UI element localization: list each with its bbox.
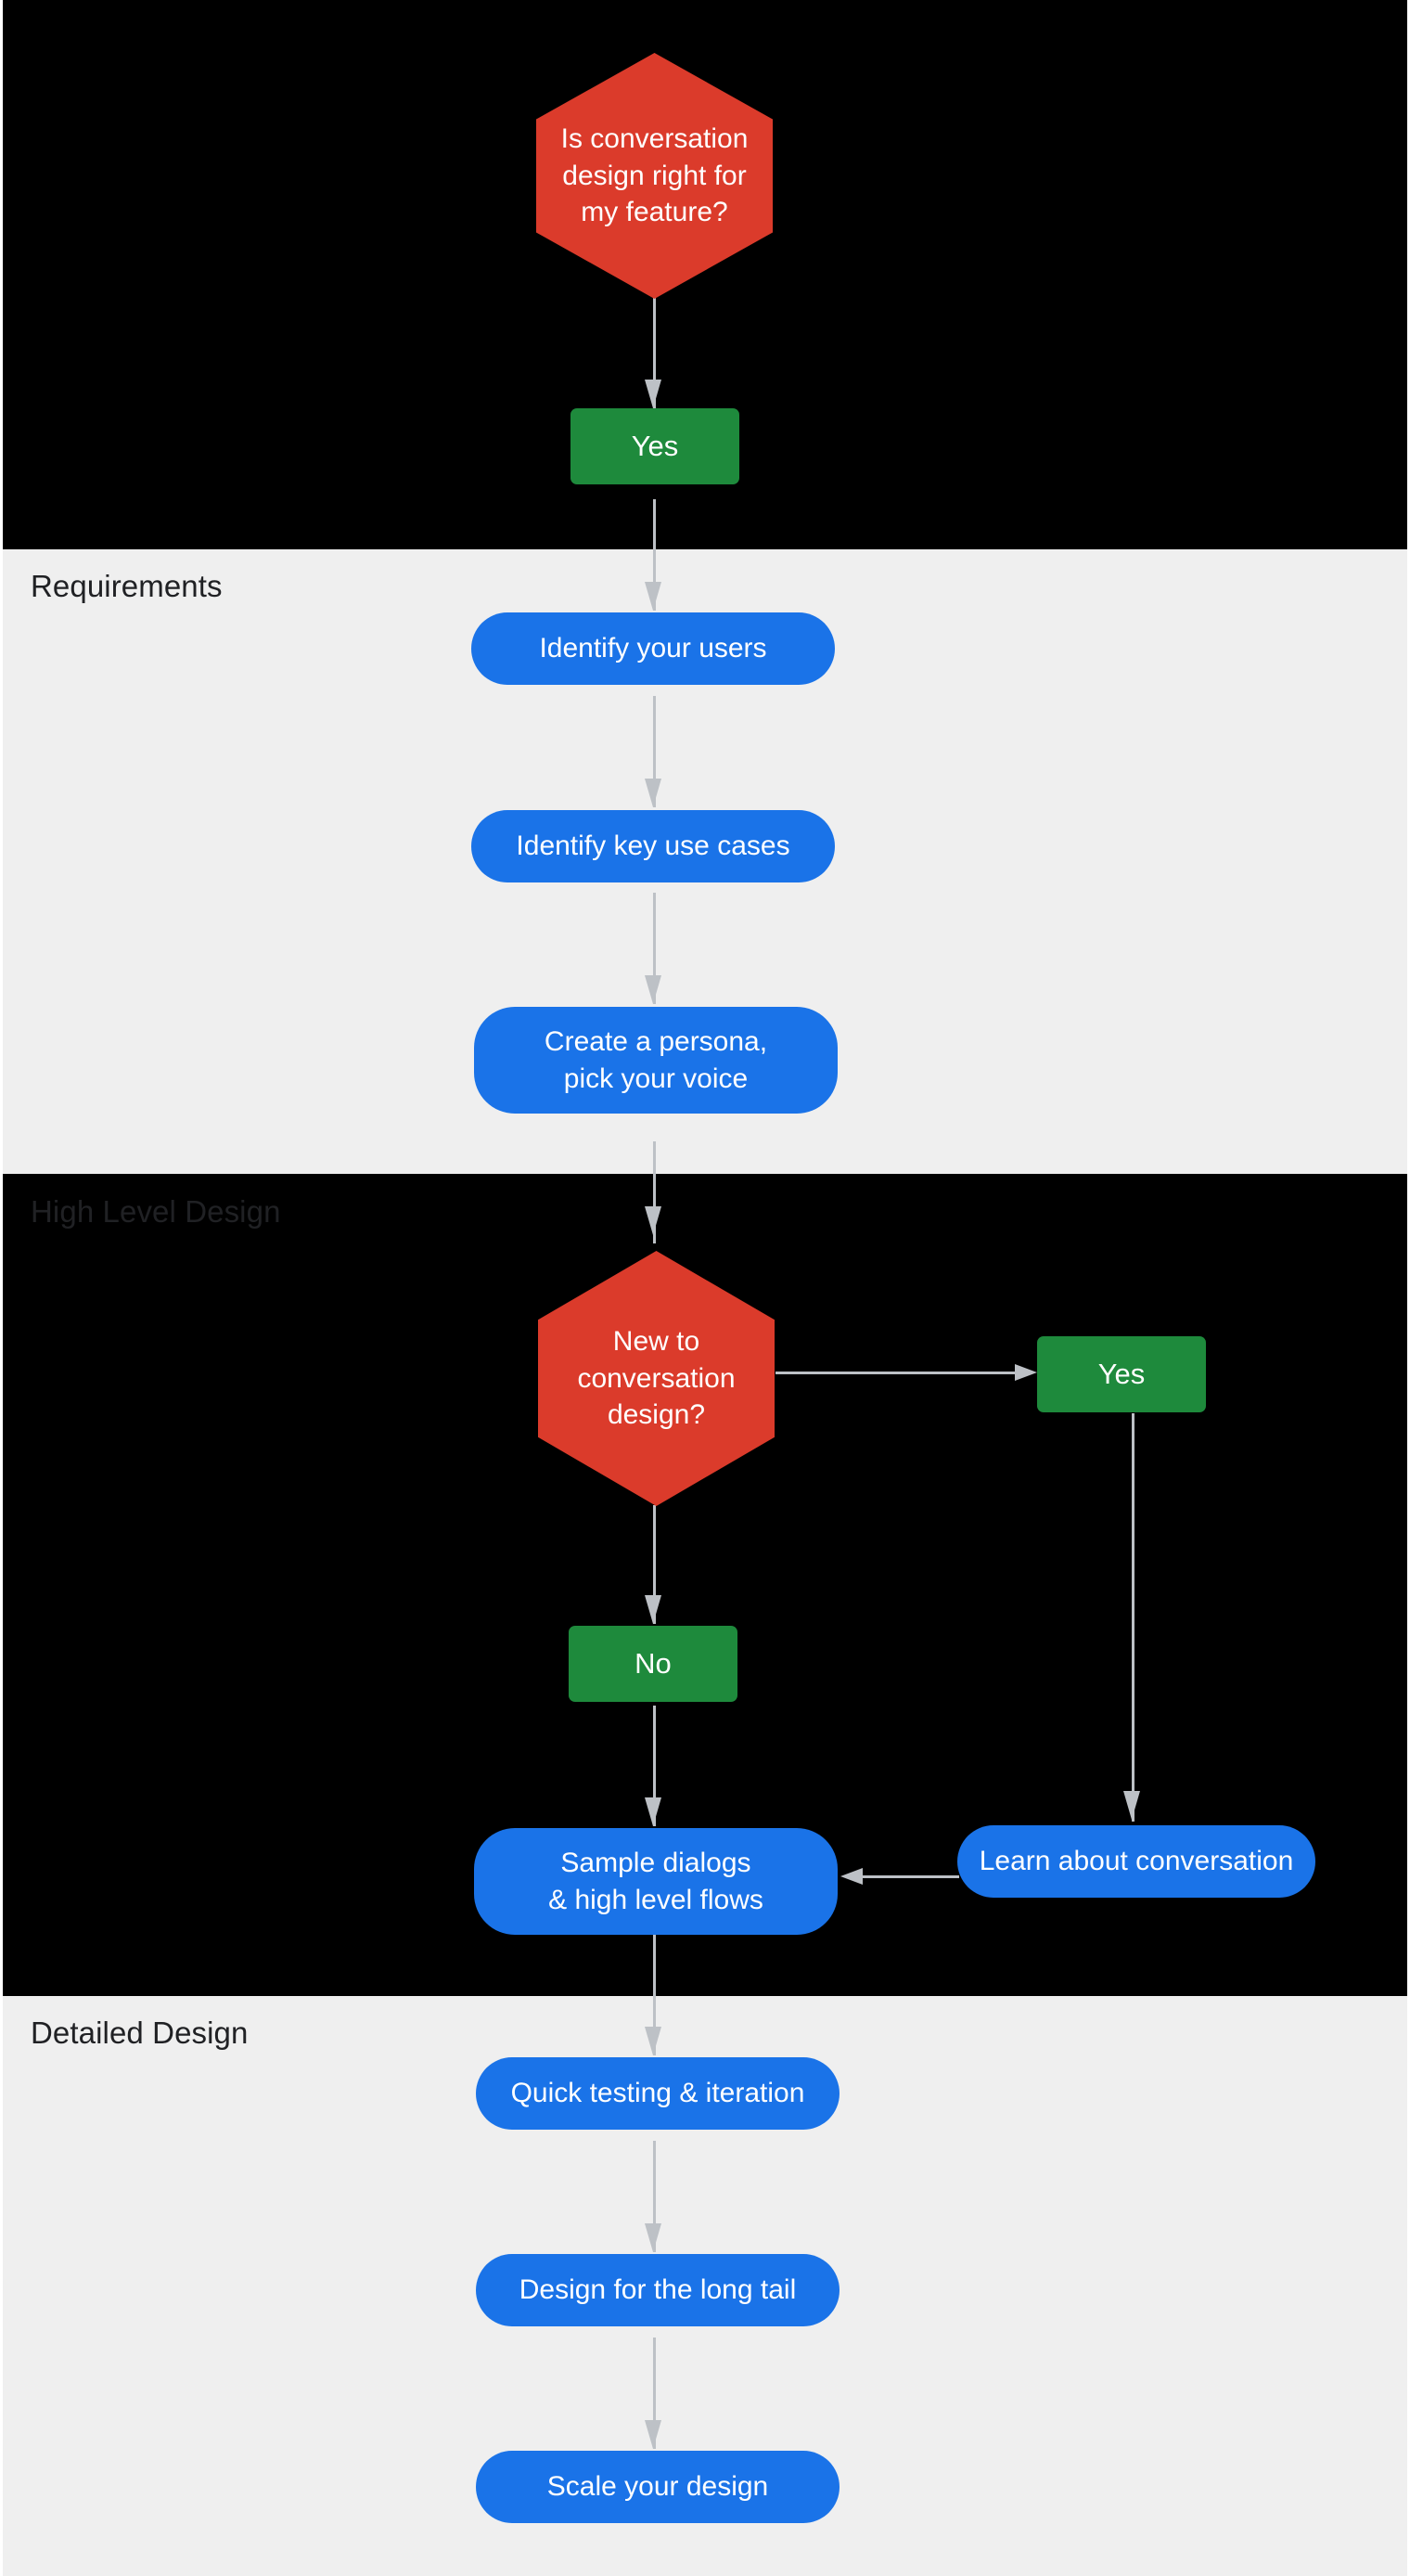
edge-users-to-usecases bbox=[653, 696, 656, 807]
arrowhead-decision2-to-yes2 bbox=[1015, 1364, 1037, 1381]
step-node-label: Create a persona, pick your voice bbox=[544, 1025, 768, 1094]
edge-no2-to-dialogs bbox=[653, 1706, 656, 1826]
arrowhead-decision2-to-no2 bbox=[645, 1595, 661, 1624]
edge-dialogs-to-testing bbox=[653, 1935, 656, 2055]
step-node-identify-your-users[interactable]: Identify your users bbox=[471, 612, 835, 685]
step-node-label: Quick testing & iteration bbox=[510, 2078, 805, 2109]
arrowhead-no2-to-dialogs bbox=[645, 1797, 661, 1826]
decision-node-label: Is conversation design right for my feat… bbox=[560, 123, 749, 228]
step-node-identify-key-use-cases[interactable]: Identify key use cases bbox=[471, 810, 835, 882]
arrowhead-yes1-to-users bbox=[645, 582, 661, 611]
edge-decision1-to-yes1 bbox=[653, 297, 656, 408]
step-node-learn-about-conversation[interactable]: Learn about conversation bbox=[957, 1825, 1315, 1898]
step-node-scale-your-design[interactable]: Scale your design bbox=[476, 2451, 840, 2523]
answer-node-no-2[interactable]: No bbox=[569, 1626, 737, 1702]
step-node-label: Identify key use cases bbox=[516, 831, 790, 862]
edge-usecases-to-persona bbox=[653, 893, 656, 1004]
edge-learn-to-dialogs bbox=[863, 1875, 959, 1878]
step-node-create-persona-pick-voice[interactable]: Create a persona, pick your voice bbox=[474, 1007, 838, 1114]
edge-yes2-to-learn bbox=[1132, 1413, 1134, 1822]
step-node-label: Learn about conversation bbox=[979, 1846, 1294, 1877]
answer-node-yes-2[interactable]: Yes bbox=[1037, 1336, 1206, 1412]
decision-node-label: New to conversation design? bbox=[577, 1326, 736, 1431]
edge-yes1-to-users bbox=[653, 499, 656, 611]
step-node-label: Identify your users bbox=[539, 633, 767, 664]
answer-node-yes-1[interactable]: Yes bbox=[570, 408, 739, 484]
answer-node-label: Yes bbox=[631, 429, 679, 462]
edge-decision2-to-yes2 bbox=[776, 1372, 1017, 1374]
step-node-label: Sample dialogs & high level flows bbox=[548, 1847, 763, 1915]
arrowhead-yes2-to-learn bbox=[1123, 1791, 1140, 1820]
edge-testing-to-longtail bbox=[653, 2141, 656, 2252]
arrowhead-usecases-to-persona bbox=[645, 975, 661, 1004]
section-label-requirements: Requirements bbox=[31, 569, 223, 603]
section-label-high-level-design: High Level Design bbox=[31, 1194, 281, 1229]
edge-persona-to-decision2 bbox=[653, 1141, 656, 1243]
arrowhead-learn-to-dialogs bbox=[840, 1868, 863, 1885]
step-node-quick-testing-iteration[interactable]: Quick testing & iteration bbox=[476, 2057, 840, 2130]
arrowhead-dialogs-to-testing bbox=[645, 2027, 661, 2055]
arrowhead-users-to-usecases bbox=[645, 779, 661, 807]
answer-node-label: Yes bbox=[1097, 1357, 1146, 1390]
arrowhead-decision1-to-yes1 bbox=[645, 380, 661, 408]
step-node-label: Scale your design bbox=[546, 2471, 769, 2503]
section-label-detailed-design: Detailed Design bbox=[31, 2016, 249, 2050]
answer-node-label: No bbox=[634, 1646, 672, 1680]
step-node-design-for-long-tail[interactable]: Design for the long tail bbox=[476, 2254, 840, 2326]
arrowhead-testing-to-longtail bbox=[645, 2223, 661, 2252]
arrowhead-longtail-to-scale bbox=[645, 2420, 661, 2449]
edge-decision2-to-no2 bbox=[653, 1505, 656, 1624]
edge-longtail-to-scale bbox=[653, 2338, 656, 2449]
arrowhead-persona-to-decision2 bbox=[645, 1206, 661, 1235]
step-node-sample-dialogs-high-level-flows[interactable]: Sample dialogs & high level flows bbox=[474, 1828, 838, 1935]
step-node-label: Design for the long tail bbox=[519, 2274, 797, 2306]
